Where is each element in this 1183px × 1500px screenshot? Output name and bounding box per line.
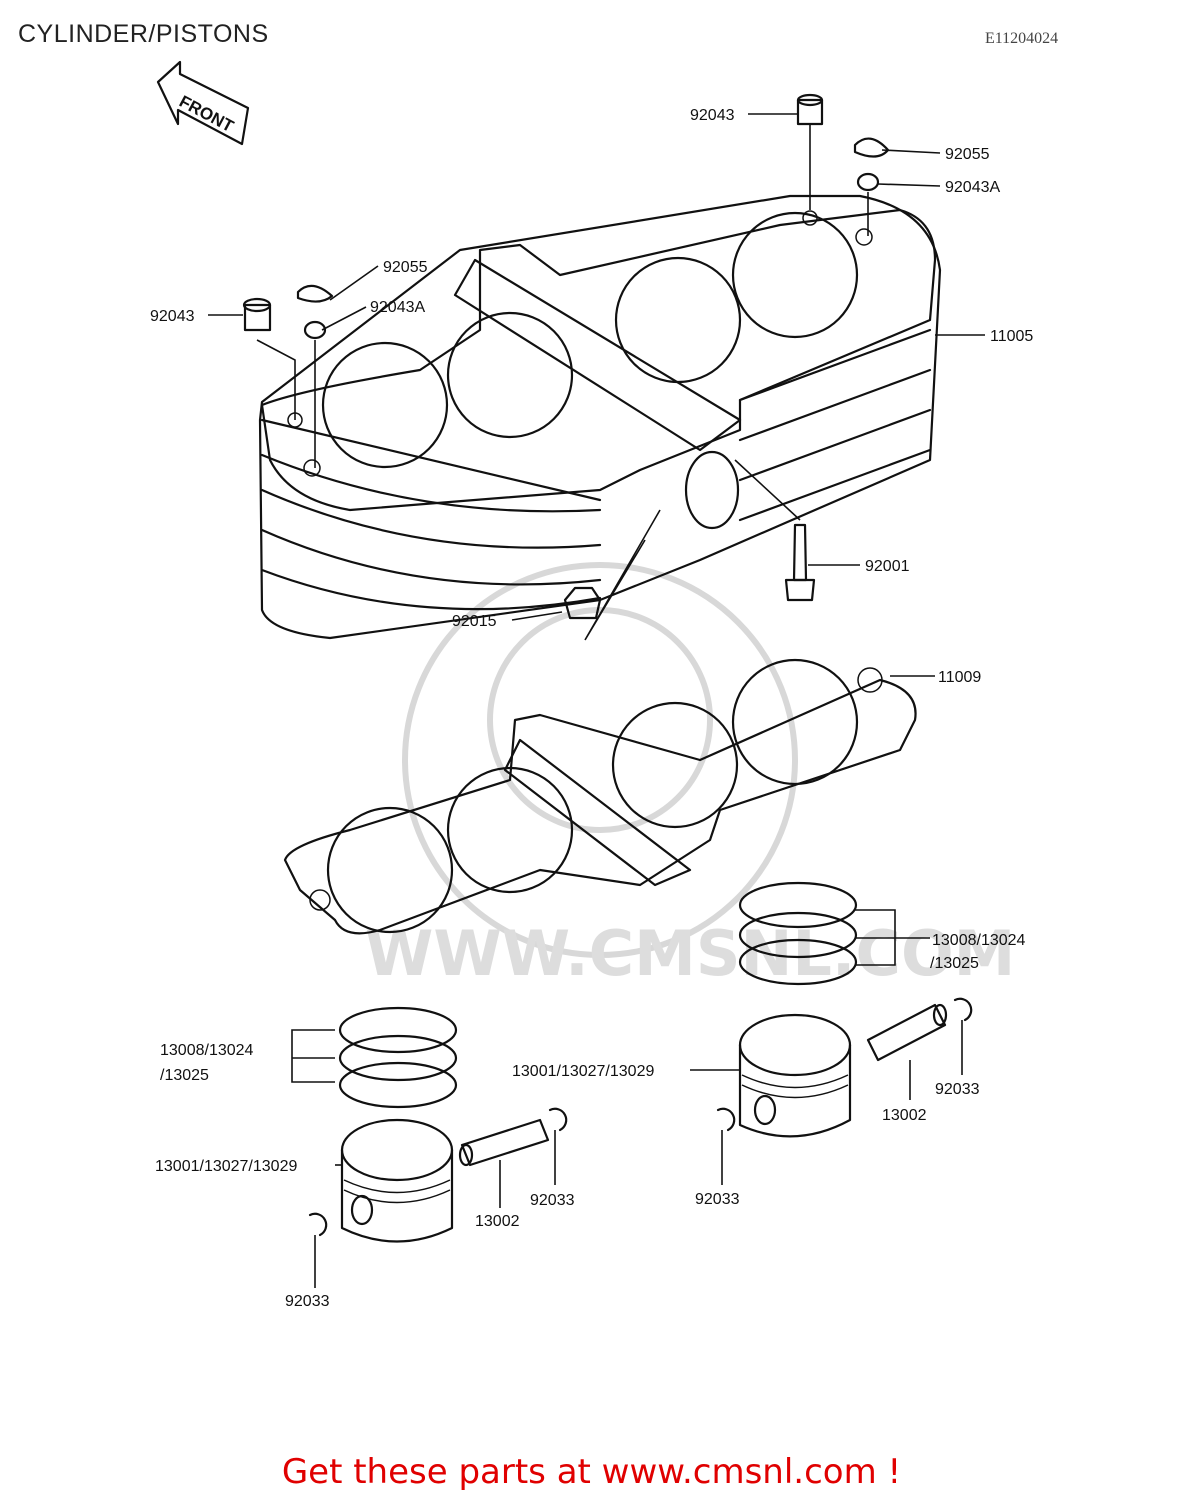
- gasket-bore-4: [731, 658, 859, 786]
- callout-92043a-right: 92043A: [945, 179, 1000, 196]
- callout-rings-left-line2: /13025: [160, 1067, 209, 1084]
- circlip-right-1: [953, 997, 973, 1022]
- callout-92033-left-1: 92033: [530, 1192, 575, 1209]
- piston-left: [340, 1118, 454, 1243]
- oring-right: [853, 137, 890, 236]
- callout-92033-left-2: 92033: [285, 1293, 330, 1310]
- gasket-bore-2: [446, 766, 574, 894]
- footer-link[interactable]: Get these parts at www.cmsnl.com !: [281, 1452, 902, 1492]
- circlip-left-2: [308, 1212, 328, 1237]
- cylinder-bore-1: [321, 341, 449, 469]
- callout-92043a-left: 92043A: [370, 299, 425, 316]
- bolt-92001: [734, 459, 816, 602]
- callout-piston-left: 13001/13027/13029: [155, 1158, 297, 1175]
- leader-lines: [208, 113, 985, 1288]
- exhaust-port: [684, 450, 740, 530]
- cylinder-bore-2: [446, 311, 574, 439]
- cylinder-bore-4: [731, 211, 859, 339]
- page-title: CYLINDER/PISTONS: [18, 20, 269, 48]
- callout-92033-right-1: 92033: [935, 1081, 980, 1098]
- callout-rings-right-line2: /13025: [930, 955, 979, 972]
- front-arrow-icon: FRONT: [156, 60, 250, 146]
- callout-13002-left: 13002: [475, 1213, 520, 1230]
- callout-92001: 92001: [865, 558, 910, 575]
- callout-92055-left: 92055: [383, 259, 428, 276]
- callout-11009: 11009: [938, 669, 981, 686]
- cylinder-bore-3: [614, 256, 742, 384]
- watermark: WWW.CMSNL.COM: [365, 562, 1015, 990]
- callout-92033-right-2: 92033: [695, 1191, 740, 1208]
- callout-rings-right-line1: 13008/13024: [932, 932, 1026, 949]
- callout-11005: 11005: [990, 328, 1033, 345]
- cylinder-block: [258, 194, 942, 640]
- piston-pin-right: [866, 1003, 948, 1062]
- piston-rings-left: [338, 1006, 458, 1109]
- dowel-pin-left: [242, 297, 296, 420]
- piston-rings-right: [738, 881, 858, 986]
- circlip-right-2: [716, 1107, 736, 1132]
- piston-pin-left: [458, 1118, 550, 1167]
- nut-92015: [563, 509, 661, 641]
- callout-92015: 92015: [452, 613, 497, 630]
- gasket-bore-1: [326, 806, 454, 934]
- callout-piston-right: 13001/13027/13029: [512, 1063, 654, 1080]
- circlip-left-1: [548, 1107, 568, 1132]
- oring-left: [296, 284, 334, 468]
- gasket-bore-3: [611, 701, 739, 829]
- watermark-text: WWW.CMSNL.COM: [365, 917, 1015, 990]
- callout-labels: 92043 92055 92043A 92055 92043A 92043 11…: [150, 107, 1033, 1310]
- exploded-diagram: WWW.CMSNL.COM FRONT: [150, 60, 1033, 1310]
- dowel-pin-top: [796, 93, 824, 210]
- callout-92043-top: 92043: [690, 107, 735, 124]
- callout-92043-left: 92043: [150, 308, 195, 325]
- callout-13002-right: 13002: [882, 1107, 927, 1124]
- diagram-code: E11204024: [985, 30, 1059, 47]
- callout-92055-right: 92055: [945, 146, 990, 163]
- head-gasket: [283, 658, 917, 935]
- piston-right: [738, 1013, 852, 1138]
- callout-rings-left-line1: 13008/13024: [160, 1042, 254, 1059]
